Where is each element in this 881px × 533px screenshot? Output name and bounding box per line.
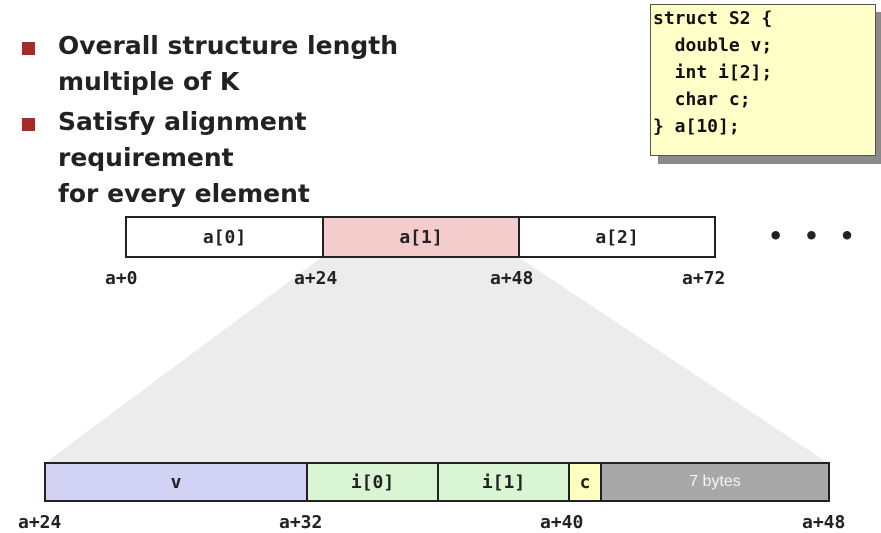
field-i0: i[0] [306,462,439,502]
field-c: c [568,462,602,502]
bullet-text: for every element [58,179,310,208]
field-padding: 7 bytes [600,462,830,502]
address-label: a+72 [682,268,726,289]
code-line: double v; [653,35,773,56]
bullet-square-icon [22,42,35,55]
array-cell-a2: a[2] [518,216,716,258]
bullet-text: Satisfy alignment requirement [58,107,307,172]
ellipsis: • • • [768,222,861,250]
array-cell-a0: a[0] [125,216,324,258]
code-line: char c; [653,89,751,110]
code-line: int i[2]; [653,62,773,83]
field-v: v [44,462,308,502]
address-label: a+32 [279,512,323,533]
bullet-text: Overall structure length [58,31,399,60]
bullet-item: Satisfy alignment requirement for every … [22,104,478,212]
address-label: a+0 [105,268,138,289]
bullet-item: Overall structure length multiple of K [22,28,478,100]
code-box: struct S2 { double v; int i[2]; char c; … [650,4,876,156]
address-label: a+24 [294,268,338,289]
bullet-list: Overall structure length multiple of K S… [22,28,478,216]
address-label: a+48 [490,268,534,289]
bullet-text: multiple of K [58,67,240,96]
address-label: a+24 [18,512,62,533]
address-label: a+40 [540,512,584,533]
bullet-square-icon [22,118,35,131]
code-line: } a[10]; [653,116,740,137]
code-line: struct S2 { [653,8,773,29]
field-i1: i[1] [437,462,570,502]
address-label: a+48 [802,512,846,533]
array-cell-a1: a[1] [322,216,520,258]
